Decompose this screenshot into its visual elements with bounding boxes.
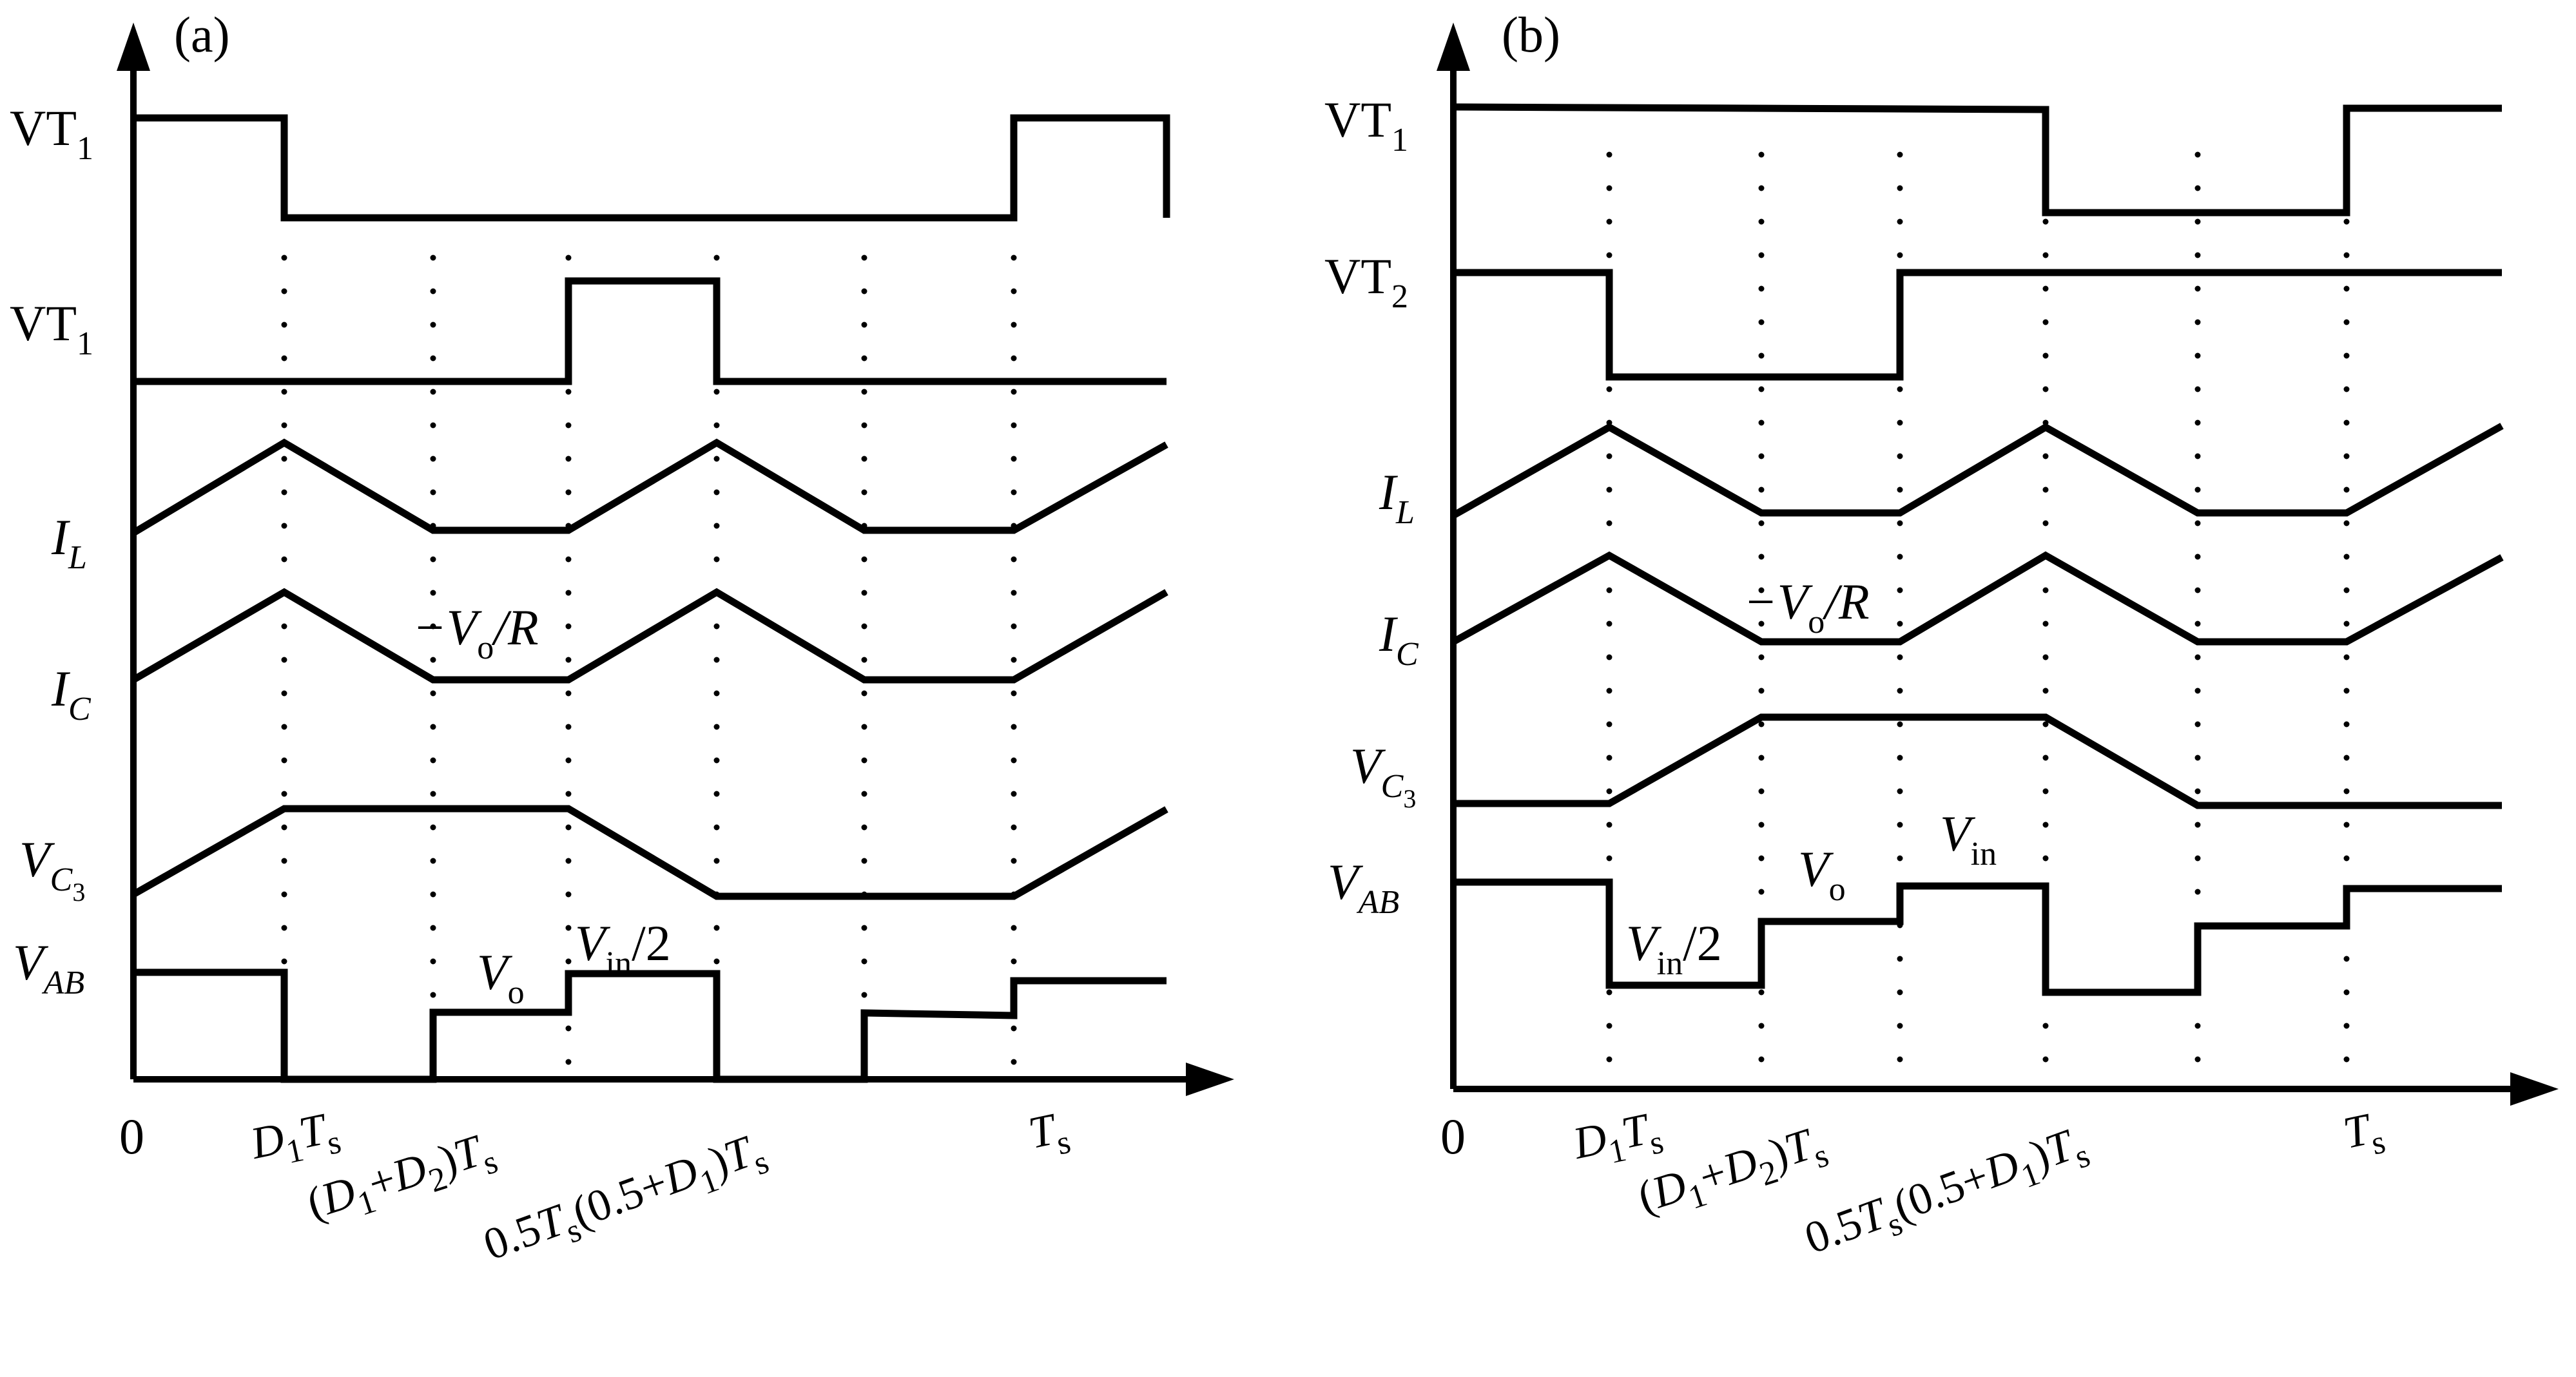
panel-b-vab-label: VAB <box>1328 854 1399 921</box>
panel-b-ic-waveform <box>1451 551 2504 646</box>
panel-a-il-label: IL <box>51 509 87 576</box>
panel-b-vo_r-annotation: −Vo/R <box>1743 573 1870 640</box>
panel-a-vin2-annotation: Vin/2 <box>575 915 671 982</box>
panel-b-vt1-label: VT1 <box>1324 91 1408 159</box>
panel-b-vab-waveform <box>1453 878 2502 996</box>
panel-a-vt1b-waveform <box>133 277 1167 385</box>
panel-b-vin2-annotation: Vin/2 <box>1626 915 1722 982</box>
panel-a-vo_r-annotation: −Vo/R <box>412 599 539 666</box>
panel-a-x-arrow <box>1186 1063 1234 1096</box>
panel-a-vt1a-waveform <box>133 114 1170 222</box>
panel-a-vt1b-label: VT1 <box>10 295 93 362</box>
panel-b-tick-t1: D1Ts <box>1569 1102 1667 1177</box>
panel-b-label: (b) <box>1502 6 1560 63</box>
panel-a-vt1a-label: VT1 <box>10 100 93 167</box>
panel-a-vc3-label: VC3 <box>19 831 85 907</box>
panel-a-ic-label: IC <box>51 660 92 727</box>
panel-a-vab-waveform <box>133 968 1167 1083</box>
panel-a-ic-waveform <box>131 588 1168 684</box>
panel-b-il-label: IL <box>1379 464 1415 531</box>
panel-a-vo-annotation: Vo <box>477 944 525 1011</box>
panel-a-origin: 0 <box>119 1108 144 1164</box>
panel-b-vt2-label: VT2 <box>1324 248 1408 315</box>
panel-a-vc3-waveform <box>131 805 1168 900</box>
panel-b-il-waveform <box>1451 423 2504 519</box>
panel-b-vt1-waveform <box>1453 103 2502 217</box>
panel-b-tick-t2: (D1+D2)Ts <box>1632 1116 1833 1231</box>
panel-a-il-waveform <box>131 438 1168 536</box>
panel-b-vc3-waveform <box>1453 713 2502 809</box>
panel-a-y-arrow <box>117 23 150 71</box>
panel-b-vo-annotation: Vo <box>1798 841 1846 908</box>
panel-a-label: (a) <box>174 6 230 63</box>
panel-b-vc3-label: VC3 <box>1350 738 1416 813</box>
panel-b-ic-label: IC <box>1379 606 1419 673</box>
panel-b-tick-t4: Ts <box>2339 1102 2388 1167</box>
panel-b-vt2-waveform <box>1453 269 2502 381</box>
panel-a-tick-t3: 0.5Ts(0.5+D1)Ts <box>478 1123 774 1278</box>
panel-a-vab-label: VAB <box>13 934 84 1001</box>
panel-b-tick-t3: 0.5Ts(0.5+D1)Ts <box>1799 1117 2095 1272</box>
panel-b-origin: 0 <box>1440 1108 1466 1164</box>
panel-a-tick-t1: D1Ts <box>246 1102 345 1177</box>
panel-b-x-arrow <box>2510 1072 2559 1106</box>
panel-a-tick-t4: Ts <box>1024 1102 1074 1167</box>
panel-b-y-arrow <box>1437 23 1470 71</box>
panel-b-vin-annotation: Vin <box>1940 805 1997 872</box>
